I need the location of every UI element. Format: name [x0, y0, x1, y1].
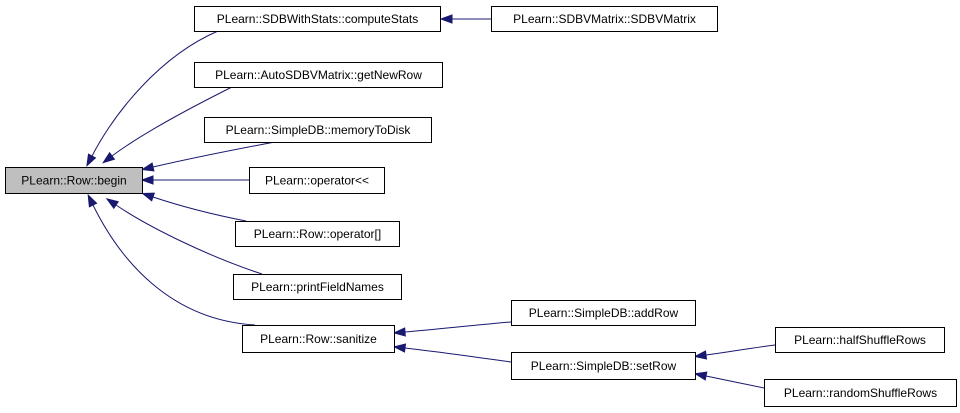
- node-label: PLearn::halfShuffleRows: [794, 333, 926, 347]
- edge-line: [115, 204, 263, 275]
- node-label: PLearn::randomShuffleRows: [784, 386, 937, 400]
- node-halfShuffleRows[interactable]: PLearn::halfShuffleRows: [775, 327, 945, 353]
- edge-addRow-to-sanitize: [392, 321, 512, 337]
- edge-setRow-to-sanitize: [392, 343, 512, 363]
- edge-line: [152, 196, 247, 222]
- node-memoryToDisk[interactable]: PLearn::SimpleDB::memoryToDisk: [204, 117, 432, 143]
- node-box: [775, 327, 945, 353]
- node-sanitize[interactable]: PLearn::Row::sanitize: [242, 325, 395, 353]
- nodes-layer: PLearn::Row::begin PLearn::SDBWithStats::…: [5, 6, 957, 407]
- node-printFieldNames[interactable]: PLearn::printFieldNames: [233, 274, 402, 300]
- arrowhead-icon: [102, 151, 116, 164]
- arrowhead-icon: [140, 175, 154, 185]
- edges-layer: [86, 14, 776, 389]
- edge-line: [404, 347, 512, 363]
- node-operatorIndex[interactable]: PLearn::Row::operator[]: [235, 221, 400, 247]
- root-node-box: [5, 167, 143, 194]
- node-label: PLearn::Row::sanitize: [260, 332, 377, 346]
- node-label: PLearn::SDBWithStats::computeStats: [217, 12, 418, 26]
- node-label: PLearn::SimpleDB::memoryToDisk: [226, 123, 412, 137]
- node-box: [511, 300, 696, 326]
- edge-halfShuffleRows-to-setRow: [693, 344, 776, 360]
- edge-operatorShift-to-begin: [140, 175, 249, 185]
- arrowhead-icon: [693, 350, 708, 360]
- arrowhead-icon: [105, 197, 120, 210]
- edge-memoryToDisk-to-begin: [140, 141, 276, 172]
- node-sdbvmatrix[interactable]: PLearn::SDBVMatrix::SDBVMatrix: [491, 6, 718, 32]
- node-addRow[interactable]: PLearn::SimpleDB::addRow: [511, 300, 696, 326]
- edge-sanitize-to-begin: [87, 193, 256, 326]
- node-box: [511, 352, 696, 380]
- node-label: PLearn::SimpleDB::setRow: [531, 359, 677, 373]
- edge-printFieldNames-to-begin: [105, 197, 263, 275]
- node-box: [491, 6, 718, 32]
- edge-getNewRow-to-begin: [102, 86, 233, 164]
- edge-line: [111, 86, 233, 157]
- arrowhead-icon: [87, 193, 98, 208]
- node-box: [235, 221, 400, 247]
- node-begin[interactable]: PLearn::Row::begin: [5, 167, 143, 194]
- node-operatorShift[interactable]: PLearn::operator<<: [249, 167, 385, 194]
- node-randomShuffleRows[interactable]: PLearn::randomShuffleRows: [764, 379, 957, 407]
- node-box: [194, 6, 441, 32]
- arrowhead-icon: [86, 153, 97, 167]
- node-label: PLearn::Row::operator[]: [254, 227, 381, 241]
- node-box: [194, 62, 443, 88]
- arrowhead-icon: [140, 162, 155, 172]
- edge-line: [91, 30, 219, 157]
- node-box: [249, 167, 385, 194]
- arrowhead-icon: [439, 14, 453, 24]
- node-computeStats[interactable]: PLearn::SDBWithStats::computeStats: [194, 6, 441, 32]
- arrowhead-icon: [141, 192, 156, 202]
- node-getNewRow[interactable]: PLearn::AutoSDBVMatrix::getNewRow: [194, 62, 443, 88]
- edge-line: [92, 204, 256, 326]
- node-label: PLearn::AutoSDBVMatrix::getNewRow: [215, 68, 422, 82]
- node-label: PLearn::SimpleDB::addRow: [529, 306, 679, 320]
- edge-randomShuffleRows-to-setRow: [693, 371, 765, 389]
- edge-sdbvmatrix-to-computeStats: [439, 14, 492, 24]
- edge-line: [705, 375, 765, 389]
- node-label: PLearn::printFieldNames: [251, 280, 384, 294]
- arrowhead-icon: [693, 371, 708, 381]
- node-box: [204, 117, 432, 143]
- node-label: PLearn::operator<<: [265, 174, 369, 188]
- arrowhead-icon: [392, 327, 406, 337]
- node-box: [233, 274, 402, 300]
- edge-computeStats-to-begin: [86, 30, 219, 167]
- node-setRow[interactable]: PLearn::SimpleDB::setRow: [511, 352, 696, 380]
- arrowhead-icon: [392, 343, 407, 353]
- edge-line: [705, 344, 776, 356]
- node-label: PLearn::Row::begin: [21, 174, 126, 188]
- node-box: [764, 379, 957, 407]
- edge-operatorIndex-to-begin: [141, 192, 247, 222]
- edge-line: [404, 321, 512, 333]
- node-label: PLearn::SDBVMatrix::SDBVMatrix: [513, 12, 696, 26]
- edge-line: [152, 141, 276, 168]
- node-box: [242, 325, 395, 353]
